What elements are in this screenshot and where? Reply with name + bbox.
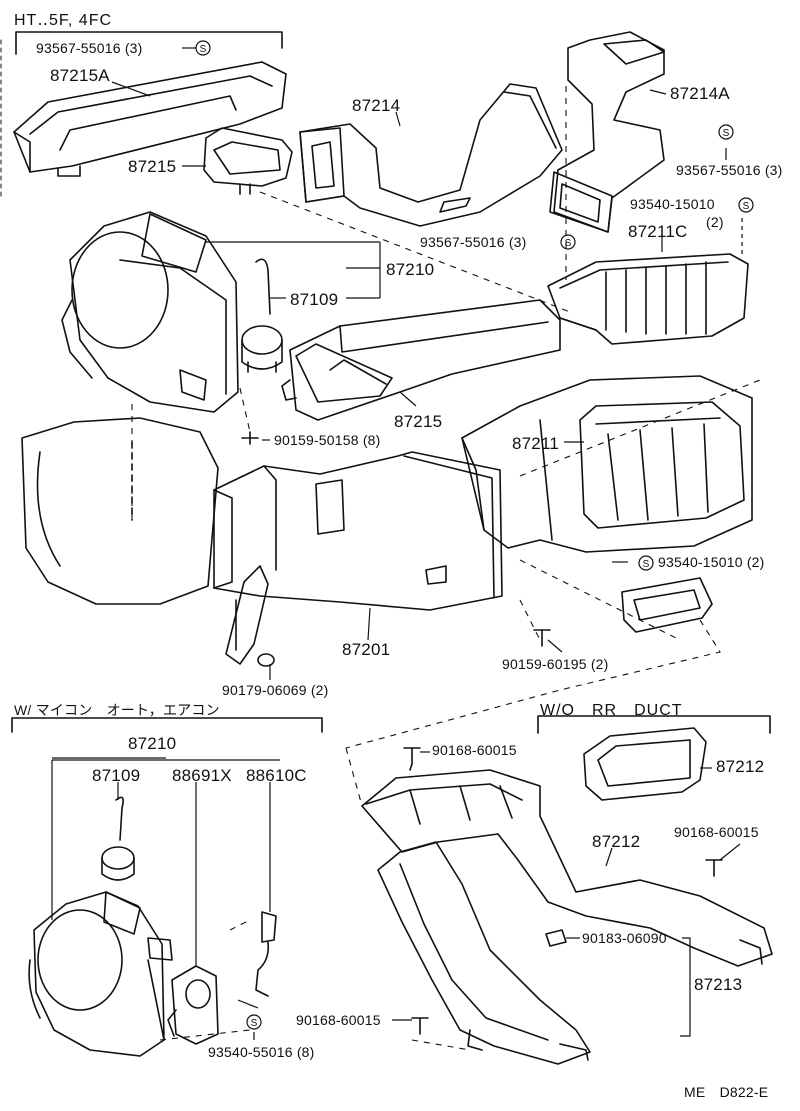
part-label-93567-55016-c: 93567-55016 (3) (420, 234, 527, 250)
screw-marker-93567-c (560, 234, 576, 250)
duct-87214 (299, 83, 563, 227)
part-label-87212-duct: 87212 (592, 832, 641, 851)
top-section-bracket (15, 31, 283, 55)
part-label-90168-60015-b: 90168-60015 (674, 824, 759, 840)
part-label-87109-middle: 87109 (290, 290, 339, 309)
section-header-top: HT‥5F, 4FC (14, 12, 113, 29)
screw-90168-b (705, 859, 723, 877)
screw-90159-60195 (533, 629, 551, 647)
sensor-88610C (255, 911, 277, 997)
duct-87201 (213, 451, 503, 611)
grommet-90179 (257, 653, 275, 667)
part-label-87215-top: 87215 (128, 157, 177, 176)
screw-90168-a (403, 747, 421, 771)
part-label-93540-15010-a: 93540-15010 (630, 196, 715, 212)
clip-90183 (545, 929, 567, 947)
part-label-88610C: 88610C (246, 766, 307, 785)
bracket-under-87201 (225, 565, 269, 665)
screw-marker-87214A (718, 124, 734, 140)
screw-marker-text: S (723, 128, 730, 139)
grille-87211C (547, 253, 749, 345)
part-label-87214A: 87214A (670, 84, 730, 103)
rear-duct-87212 (361, 769, 773, 967)
blower-housing-ghost (21, 417, 219, 605)
part-label-90183-06090: 90183-06090 (582, 930, 667, 946)
screw-90159-50158 (241, 431, 259, 445)
part-label-87215-middle: 87215 (394, 412, 443, 431)
screw-marker-93540-55016 (246, 1014, 262, 1030)
part-label-87201: 87201 (342, 640, 391, 659)
part-87215-small (203, 127, 293, 195)
screw-marker-93540-a (738, 197, 754, 213)
actuator-87109-middle (241, 258, 283, 373)
section-header-bottom-left: W/ マイコン オート，エアコン (14, 702, 220, 718)
part-label-93540-15010-b: 93540-15010 (2) (658, 554, 765, 570)
part-label-87211C: 87211C (628, 222, 688, 241)
blower-bottom-hub (147, 937, 173, 961)
part-label-87109-bottom: 87109 (92, 766, 141, 785)
diagram-code: ME D822-E (684, 1084, 769, 1100)
screw-marker-text: S (565, 238, 572, 249)
part-label-90159-50158: 90159-50158 (8) (274, 432, 381, 448)
duct-87214A (549, 31, 665, 233)
duct-87215-middle (281, 299, 561, 421)
duct-87213 (377, 841, 591, 1065)
blower-87210 (61, 211, 239, 413)
part-label-87210-middle: 87210 (386, 260, 435, 279)
part-label-93567-55016-b: 93567-55016 (3) (676, 162, 783, 178)
screw-marker-text: S (200, 44, 207, 55)
section-header-bottom-right: W/O RR DUCT (540, 702, 683, 719)
leader-lines (51, 47, 743, 1040)
assembly-dashed-lines (131, 86, 761, 1051)
screw-marker-93540-b (638, 555, 654, 571)
part-label-93540-55016: 93540-55016 (8) (208, 1044, 315, 1060)
part-label-88691X: 88691X (172, 766, 232, 785)
grille-87212-small (583, 727, 707, 801)
part-label-90159-60195: 90159-60195 (2) (502, 656, 609, 672)
servo-motor-88691X (167, 965, 219, 1045)
blower-87210-bottom (28, 891, 165, 1057)
pad-under-87211 (621, 577, 713, 633)
screw-marker-top-left (195, 40, 211, 56)
heater-unit-87211 (461, 375, 753, 553)
part-label-87214: 87214 (352, 96, 401, 115)
screw-marker-text: S (251, 1018, 258, 1029)
part-label-90168-60015-a: 90168-60015 (432, 742, 517, 758)
part-label-90179-06069: 90179-06069 (2) (222, 682, 329, 698)
part-label-87212-small: 87212 (716, 757, 765, 776)
screw-marker-text: S (743, 201, 750, 212)
actuator-87109-bottom (101, 796, 135, 881)
duct-87215A (13, 61, 287, 177)
part-label-90168-60015-c: 90168-60015 (296, 1012, 381, 1028)
screw-90168-c (411, 1017, 429, 1035)
part-label-87211: 87211 (512, 434, 560, 453)
bottom-right-section-bracket (537, 715, 771, 734)
part-label-87210-bottom: 87210 (128, 734, 177, 753)
screw-marker-text: S (643, 559, 650, 570)
part-label-87215A: 87215A (50, 66, 110, 85)
part-label-93567-55016-a: 93567-55016 (3) (36, 40, 143, 56)
part-label-qty-2: (2) (706, 214, 724, 230)
part-label-87213: 87213 (694, 975, 743, 994)
bottom-left-section-bracket (11, 717, 323, 733)
